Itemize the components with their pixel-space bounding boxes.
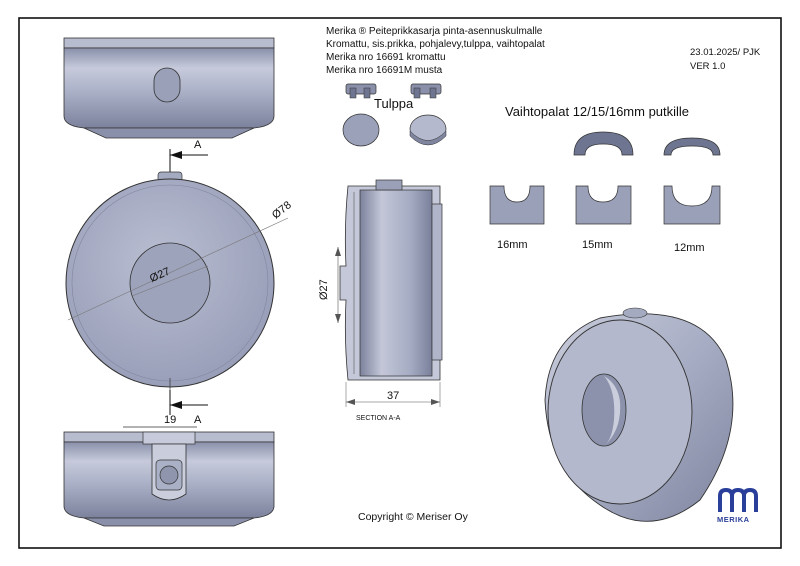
dim-length-37: 37 — [387, 390, 400, 402]
title-line-2: Kromattu, sis.prikka, pohjalevy,tulppa, … — [326, 39, 545, 50]
section-label: SECTION A-A — [356, 415, 401, 422]
title-line-1: Merika ® Peiteprikkasarja pinta-asennusk… — [326, 26, 543, 37]
front-view-disc — [65, 171, 289, 390]
label-tulppa: Tulppa — [374, 96, 414, 111]
section-letter-bottom: A — [194, 414, 202, 426]
bottom-side-view — [63, 426, 275, 527]
label-vaihtopalat: Vaihtopalat 12/15/16mm putkille — [505, 104, 690, 119]
section-a-a-view — [335, 179, 443, 407]
plug-hole — [153, 67, 181, 103]
section-marker-bottom — [169, 390, 208, 415]
isometric-view — [544, 307, 734, 522]
label-15mm: 15mm — [582, 239, 613, 251]
section-marker-top — [169, 149, 208, 176]
label-12mm: 12mm — [674, 242, 705, 254]
plug-parts — [342, 83, 447, 147]
title-line-3: Merika nro 16691 kromattu — [326, 52, 446, 63]
logo-text: MERIKA — [717, 515, 750, 524]
section-letter-top: A — [194, 139, 202, 151]
label-16mm: 16mm — [497, 239, 528, 251]
merika-logo — [718, 487, 758, 512]
dim-section-diameter-27: Ø27 — [318, 279, 330, 300]
top-side-view — [63, 37, 275, 139]
copyright: Copyright © Meriser Oy — [358, 511, 468, 523]
sheet-border — [18, 17, 782, 549]
version: VER 1.0 — [690, 61, 726, 72]
date-author: 23.01.2025/ PJK — [690, 47, 761, 58]
title-line-4: Merika nro 16691M musta — [326, 65, 443, 76]
adapter-pieces — [489, 131, 721, 225]
dim-19: 19 — [164, 414, 177, 426]
